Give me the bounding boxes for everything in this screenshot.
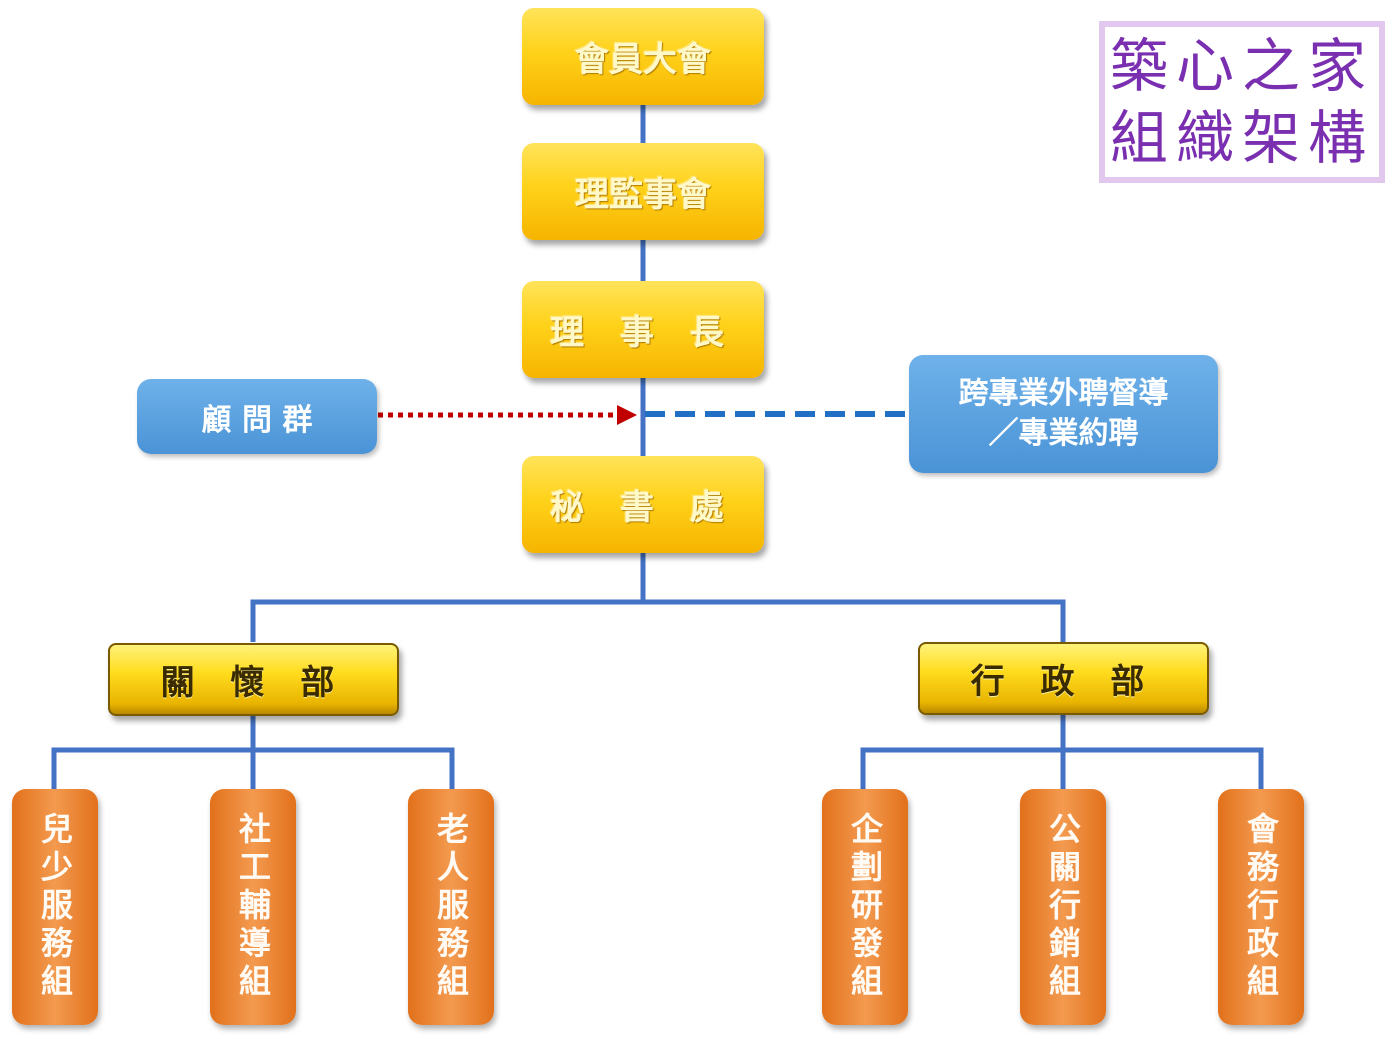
group-box-elderly-services: 老人服務組	[408, 789, 494, 1025]
group-box-planning-rd: 企劃研發組	[822, 789, 908, 1025]
group-label-pr-marketing: 公關行銷組	[1044, 812, 1082, 1002]
group-box-member-admin: 會務行政組	[1218, 789, 1304, 1025]
group-box-pr-marketing: 公關行銷組	[1020, 789, 1106, 1025]
group-box-youth-services: 兒少服務組	[12, 789, 98, 1025]
connector-care-groups	[51, 715, 256, 790]
group-label-youth-services: 兒少服務組	[36, 812, 74, 1002]
chart-title-box: 築心之家 組織架構	[1099, 21, 1385, 183]
advisors-box: 顧 問 群	[137, 379, 377, 454]
admin-department-box: 行 政 部	[918, 642, 1209, 715]
admin-department-label: 行 政 部	[970, 662, 1157, 702]
chart-title-line2: 組織架構	[1109, 104, 1374, 172]
supervisors-box: 跨專業外聘督導 ／專業約聘	[909, 355, 1218, 473]
general-assembly-label: 會員大會	[575, 40, 711, 80]
connector-admin-groups	[860, 715, 1066, 790]
general-assembly-box: 會員大會	[522, 8, 764, 105]
chairman-label: 理 事 長	[550, 313, 736, 353]
supervisors-label-line1: 跨專業外聘督導	[958, 376, 1169, 411]
supervisors-label-line2: ／專業約聘	[988, 416, 1139, 451]
advisor-arrowhead	[617, 405, 637, 425]
secretariat-label: 秘 書 處	[550, 488, 736, 528]
secretariat-box: 秘 書 處	[522, 456, 764, 553]
group-label-social-work: 社工輔導組	[234, 812, 272, 1002]
connector-dept-branch	[250, 599, 1066, 642]
care-department-label: 關 懷 部	[160, 663, 347, 703]
group-box-social-work: 社工輔導組	[210, 789, 296, 1025]
board-box: 理監事會	[522, 143, 764, 240]
connector-care-right	[253, 747, 455, 790]
connector-admin-right	[1063, 747, 1264, 790]
group-label-planning-rd: 企劃研發組	[846, 812, 884, 1002]
chairman-box: 理 事 長	[522, 281, 764, 378]
care-department-box: 關 懷 部	[108, 643, 399, 716]
board-label: 理監事會	[575, 175, 711, 215]
group-label-elderly-services: 老人服務組	[432, 812, 470, 1002]
chart-title-line1: 築心之家	[1109, 32, 1374, 100]
group-label-member-admin: 會務行政組	[1242, 812, 1280, 1002]
advisors-label: 顧 問 群	[201, 402, 313, 438]
